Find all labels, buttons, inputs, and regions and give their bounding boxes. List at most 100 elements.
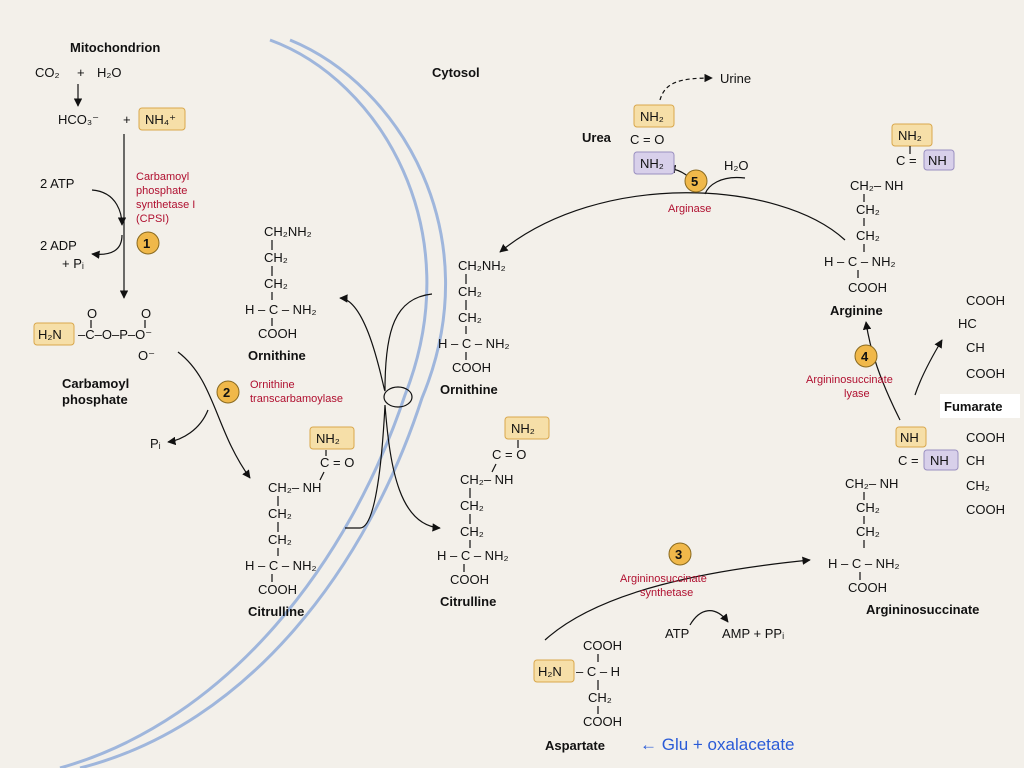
carbamoyl-o-top-2: O <box>141 306 151 321</box>
orn-c-ch2-2: CH₂ <box>458 310 482 325</box>
amp-ppi-label: AMP + PPᵢ <box>722 626 784 641</box>
asp-h2n: H₂N <box>538 664 562 679</box>
enzyme-2-badge <box>216 380 240 404</box>
arg-nh-purple-highlight <box>923 149 955 171</box>
enzyme-3-number: 3 <box>675 547 682 562</box>
arg-h-c-nh2: H – C – NH₂ <box>824 254 896 269</box>
urea-nh2-bottom-highlight <box>633 151 675 175</box>
cpsi-line-3: synthetase I <box>136 199 195 211</box>
mitochondrial-membrane-inner <box>79 38 448 768</box>
cit-c-c-o: C = O <box>492 447 526 462</box>
nh4-highlight <box>138 107 186 131</box>
carbamoyl-phosphate-line-2: phosphate <box>62 392 128 407</box>
cit-m-ch2-nh: CH₂– NH <box>268 480 321 495</box>
urea-nh2-top: NH₂ <box>640 109 664 124</box>
cit-c-ch2-nh: CH₂– NH <box>460 472 513 487</box>
carbamoyl-c: –C–O–P–O⁻ <box>78 327 152 342</box>
cpsi-line-4: (CPSI) <box>136 213 169 225</box>
urea-c-o: C = O <box>630 132 664 147</box>
asl-line-2: lyase <box>844 388 870 400</box>
hco3-label: HCO₃⁻ <box>58 112 99 127</box>
cytosol-label: Cytosol <box>432 65 480 80</box>
arg-ch2-2: CH₂ <box>856 228 880 243</box>
cit-c-h: H – C – NH₂ <box>437 548 509 563</box>
fumarate-label: Fumarate <box>944 399 1003 414</box>
carbamoyl-h2n: H₂N <box>38 327 62 342</box>
h2o-arginase-label: H₂O <box>724 158 749 173</box>
cit-c-nh2-highlight <box>504 416 550 440</box>
as-nh-top: NH <box>900 430 919 445</box>
plus-sign-2: + <box>123 112 131 127</box>
urea-label: Urea <box>582 130 612 145</box>
ornithine-import-arrow <box>339 293 433 391</box>
orn-m-ch2nh2: CH₂NH₂ <box>264 224 312 239</box>
arginase-reaction-arrow <box>499 192 846 253</box>
fumarate-release-arrow <box>914 339 943 396</box>
as-c: C = <box>898 453 919 468</box>
enzyme-5-number: 5 <box>691 174 698 189</box>
cit-c-ch2-2: CH₂ <box>460 524 484 539</box>
citrulline-cytosol-label: Citrulline <box>440 594 496 609</box>
carbamoyl-nh2-highlight <box>33 322 75 346</box>
fum-ch: CH <box>966 340 985 355</box>
urine-excretion-arrow <box>659 73 713 101</box>
enzyme-4-badge <box>854 344 878 368</box>
orn-c-cooh: COOH <box>452 360 491 375</box>
as-ch2-1: CH₂ <box>856 500 880 515</box>
carbamoyl-phosphate-line-1: Carbamoyl <box>62 376 129 391</box>
atp-input-arrow <box>91 189 127 226</box>
glu-oxalacetate-annotation: ← Glu + oxalacetate <box>640 735 795 754</box>
arg-c-eq: C = <box>896 153 917 168</box>
asp-c-h: – C – H <box>576 664 620 679</box>
membrane-transporter <box>383 386 413 408</box>
orn-m-ch2-1: CH₂ <box>264 250 288 265</box>
plus-sign: + <box>77 65 85 80</box>
enzyme-3-badge <box>668 542 692 566</box>
urine-label: Urine <box>720 71 751 86</box>
nh4-label: NH₄⁺ <box>145 112 176 127</box>
citrulline-export-arrow <box>345 404 441 532</box>
arg-nh2: NH₂ <box>898 128 922 143</box>
h2o-label: H₂O <box>97 65 122 80</box>
as-cooh-top: COOH <box>966 430 1005 445</box>
asl-reaction-arrow <box>862 321 901 421</box>
orn-m-h: H – C – NH₂ <box>245 302 317 317</box>
pi-release-arrow <box>167 409 209 446</box>
citrulline-mito-label: Citrulline <box>248 604 304 619</box>
urea-nh2-bottom: NH₂ <box>640 156 664 171</box>
as-cooh-right: COOH <box>966 502 1005 517</box>
otc-reaction-arrow <box>177 351 251 479</box>
arginine-label: Arginine <box>830 303 883 318</box>
cit-m-nh2-highlight <box>309 426 355 450</box>
atp-2-label: 2 ATP <box>40 176 74 191</box>
ass-line-2: synthetase <box>640 587 693 599</box>
otc-line-2: transcarbamoylase <box>250 393 343 405</box>
cit-c-cooh: COOH <box>450 572 489 587</box>
ass-line-1: Argininosuccinate <box>620 573 707 585</box>
arg-nh2-highlight <box>891 123 933 147</box>
fumarate-label-box <box>940 394 1020 418</box>
pi-plus-label: + Pᵢ <box>62 256 84 271</box>
cit-c-nh2: NH₂ <box>511 421 535 436</box>
enzyme-4-number: 4 <box>861 349 869 364</box>
as-nh-purple-highlight <box>923 449 959 471</box>
orn-c-h: H – C – NH₂ <box>438 336 510 351</box>
arg-ch2-nh: CH₂– NH <box>850 178 903 193</box>
as-ch2-2: CH₂ <box>856 524 880 539</box>
h2o-input-arrow <box>704 176 746 195</box>
atp-label: ATP <box>665 626 689 641</box>
ass-reaction-arrow <box>544 556 811 641</box>
arg-ch2-1: CH₂ <box>856 202 880 217</box>
as-h-c-nh2: H – C – NH₂ <box>828 556 900 571</box>
ornithine-mito-label: Ornithine <box>248 348 306 363</box>
asp-nh2-highlight <box>533 659 575 683</box>
asp-cooh-bottom: COOH <box>583 714 622 729</box>
arg-cooh: COOH <box>848 280 887 295</box>
co2-label: CO₂ <box>35 65 60 80</box>
enzyme-5-badge <box>684 169 708 193</box>
cpsi-line-2: phosphate <box>136 185 187 197</box>
asp-ch2: CH₂ <box>588 690 612 705</box>
adp-output-arrow <box>91 234 123 259</box>
as-ch2-nh: CH₂– NH <box>845 476 898 491</box>
